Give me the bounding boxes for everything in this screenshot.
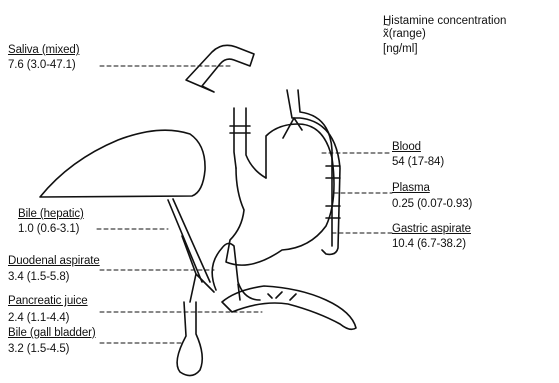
header-range: (range) xyxy=(389,28,426,40)
pancreatic-value: 2.4 (1.1-4.4) xyxy=(8,312,69,325)
header-unit: [ng/ml] xyxy=(383,43,418,56)
bile-duct xyxy=(168,199,210,282)
plasma-label: Plasma xyxy=(392,182,430,195)
saliva-value: 7.6 (3.0-47.1) xyxy=(8,59,76,72)
header-title: Histamine concentration xyxy=(383,15,506,28)
liver-outline xyxy=(40,130,205,197)
gastric-value: 10.4 (6.7-38.2) xyxy=(392,238,466,251)
plasma-value: 0.25 (0.07-0.93) xyxy=(392,198,472,211)
bile-hepatic-label: Bile (hepatic) xyxy=(18,208,84,221)
pancreatic-duct xyxy=(268,292,296,300)
bile-gall-label: Bile (gall bladder) xyxy=(8,327,96,340)
duodenal-value: 3.4 (1.5-5.8) xyxy=(8,271,69,284)
pancreas xyxy=(222,286,356,329)
pancreatic-label: Pancreatic juice xyxy=(8,295,88,308)
gastric-label: Gastric aspirate xyxy=(392,223,471,236)
oesophagus xyxy=(234,108,266,178)
header-median: x̃(range) xyxy=(383,28,426,41)
blood-value: 54 (17-84) xyxy=(392,156,444,169)
oesophagus-clip xyxy=(230,126,250,133)
bile-hepatic-value: 1.0 (0.6-3.1) xyxy=(18,223,79,236)
blood-label: Blood xyxy=(392,141,421,154)
gall-bladder xyxy=(177,302,202,376)
leader-lines xyxy=(97,66,392,343)
stomach-outline xyxy=(226,124,334,265)
saliva-label: Saliva (mixed) xyxy=(8,44,79,57)
median-symbol: x̃ xyxy=(383,28,389,41)
bile-gall-value: 3.2 (1.5-4.5) xyxy=(8,343,69,356)
mouth-outline xyxy=(186,45,254,92)
duodenal-label: Duodenal aspirate xyxy=(8,255,100,268)
vessel-fork xyxy=(283,118,302,138)
duodenum xyxy=(212,243,260,300)
